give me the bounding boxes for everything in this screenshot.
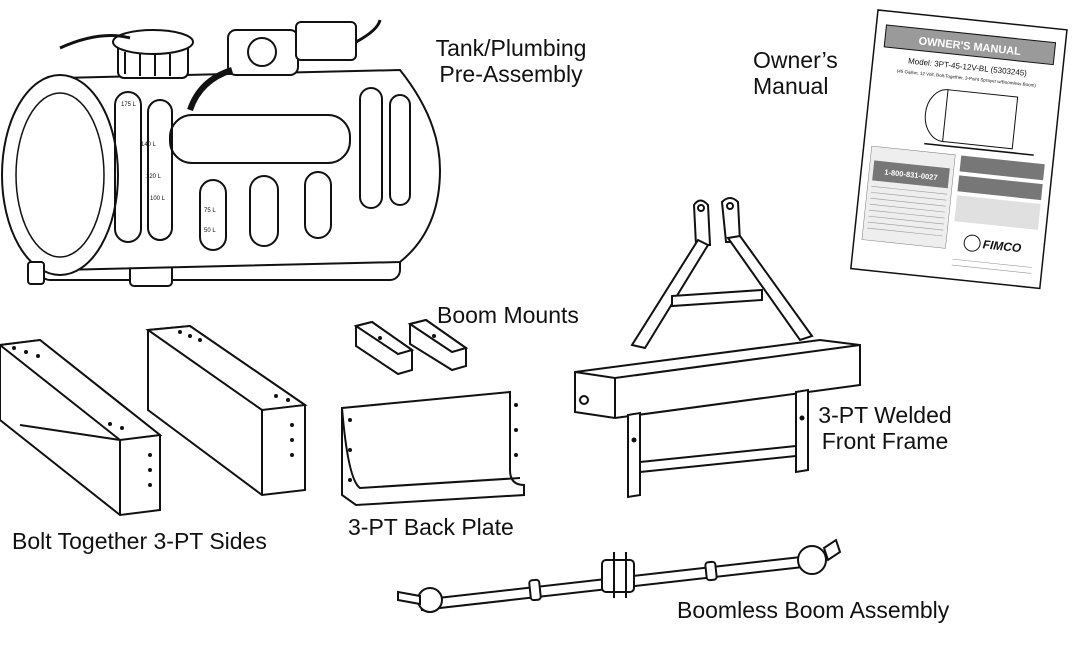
- tank-panel: [169, 114, 351, 164]
- boom-nozzle-left: [417, 587, 443, 613]
- tank-body: [59, 68, 442, 272]
- frame-arm-right: [726, 234, 814, 342]
- 3pt-back-plate-illustration: [341, 390, 525, 507]
- tank-end-cap: [1, 74, 119, 276]
- tank-scale-mark: 100 L: [150, 196, 166, 202]
- 3pt-sides-illustration: [0, 324, 308, 517]
- label-frame-line2: Front Frame: [821, 428, 949, 454]
- plumbing-hose-suction: [187, 67, 233, 112]
- frame-lower-bar: [639, 444, 797, 474]
- frame-arm-left: [630, 238, 710, 350]
- boom-nozzle-right-tip: [822, 538, 842, 562]
- label-manual-line1: Owner’s: [753, 47, 838, 73]
- 3pt-front-frame-illustration: [574, 197, 861, 499]
- boom-clamp: [704, 560, 718, 582]
- tank-lid-cap: [112, 29, 194, 55]
- boom-center-mount: [601, 559, 635, 593]
- tank-scale-mark: 50 L: [204, 228, 216, 234]
- label-frame-line1: 3-PT Welded: [818, 402, 952, 428]
- label-boom-mounts: Boom Mounts: [437, 302, 579, 328]
- frame-ear-right: [720, 197, 742, 243]
- boom-nozzle-left-tip: [397, 590, 421, 606]
- label-3pt-sides: Bolt Together 3-PT Sides: [12, 528, 267, 554]
- 3pt-back-plate: [341, 390, 525, 507]
- label-manual-line2: Manual: [753, 73, 829, 99]
- tank-drain: [27, 261, 45, 285]
- manual-brand-logo: FIMCO: [982, 237, 1023, 255]
- boom-nozzle-right: [797, 545, 827, 575]
- plumbing-hose-right: [355, 19, 382, 44]
- boomless-boom-illustration: [397, 538, 842, 613]
- label-tank-plumbing: Tank/Plumbing Pre-Assembly: [426, 35, 596, 87]
- pump-bracket: [295, 21, 357, 61]
- owners-manual-illustration: OWNER'S MANUAL Model: 3PT-45-12V-BL (530…: [849, 9, 1068, 290]
- label-back-plate: 3-PT Back Plate: [348, 514, 514, 540]
- frame-ear-left: [692, 199, 712, 246]
- tank-scale-mark: 140 L: [141, 142, 157, 148]
- label-tank-line1: Tank/Plumbing: [435, 35, 587, 61]
- label-boom-assembly: Boomless Boom Assembly: [677, 597, 950, 623]
- boom-clamp: [528, 578, 542, 602]
- tank-scale-mark: 75 L: [204, 208, 216, 214]
- tank-scale-mark: 120 L: [146, 174, 162, 180]
- frame-main-tube: [574, 338, 861, 420]
- boom-mounts-illustration: [353, 318, 469, 376]
- pump: [227, 29, 299, 76]
- tank-plumbing-illustration: [1, 19, 442, 287]
- tank-scale-mark: 175 L: [121, 102, 137, 108]
- label-owners-manual: Owner’s Manual: [753, 47, 838, 99]
- manual-phone-box: [872, 160, 950, 189]
- plumbing-hose-left: [59, 34, 131, 50]
- label-front-frame: 3-PT Welded Front Frame: [805, 402, 965, 454]
- frame-upright-left: [627, 411, 641, 499]
- manual-banner: [883, 24, 1057, 66]
- label-tank-line2: Pre-Assembly: [439, 61, 583, 87]
- tank-scale: 175 L 140 L 120 L 100 L 75 L 50 L: [121, 102, 216, 234]
